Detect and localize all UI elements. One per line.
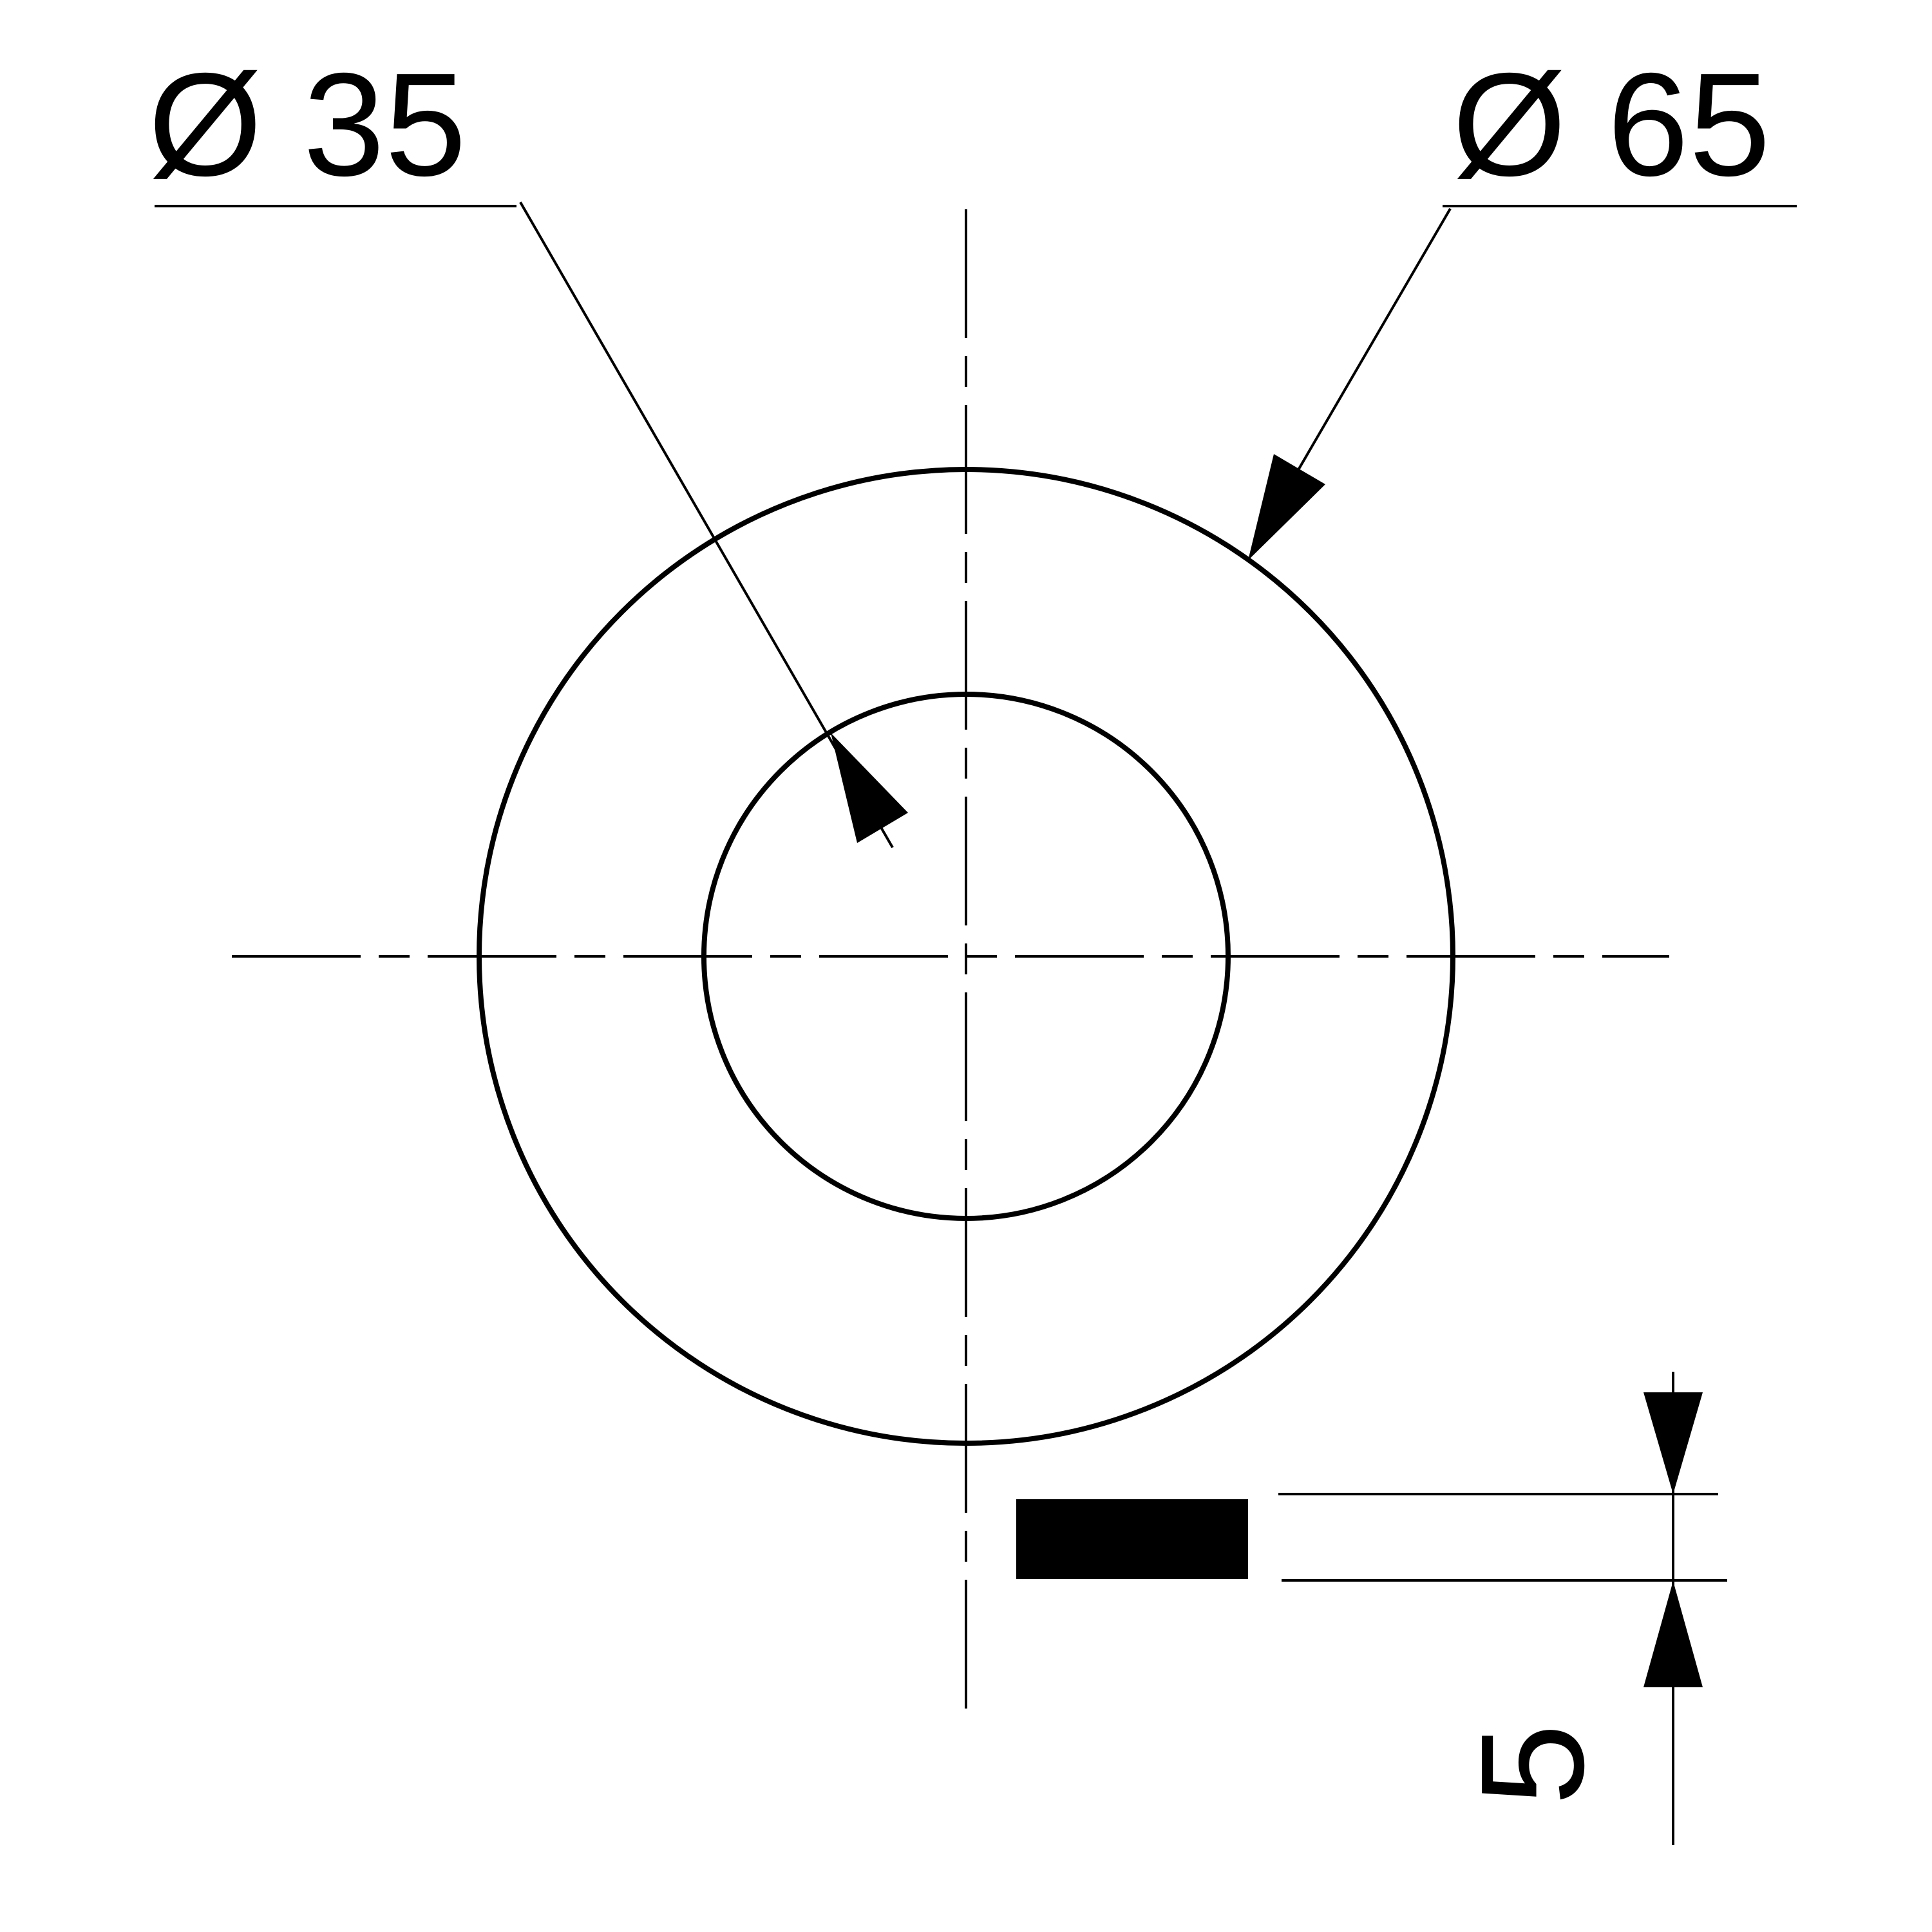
inner-dimension-leader xyxy=(519,202,894,848)
inner-circle xyxy=(701,692,1231,1221)
inner-diameter-dimension: Ø 35 xyxy=(148,43,908,848)
thickness-dimension: 5 xyxy=(1278,1372,1727,1845)
thickness-arrowhead-top xyxy=(1643,1392,1703,1494)
inner-dimension-arrowhead xyxy=(831,733,908,843)
thickness-arrowhead-bottom xyxy=(1643,1581,1703,1687)
outer-diameter-label: Ø 65 xyxy=(1452,43,1770,207)
outer-dimension-leader xyxy=(1296,207,1452,473)
inner-diameter-label: Ø 35 xyxy=(148,43,466,207)
outer-diameter-dimension: Ø 65 xyxy=(1248,43,1797,560)
outer-circle xyxy=(477,467,1455,1446)
outer-dimension-arrowhead xyxy=(1248,454,1325,560)
thickness-label: 5 xyxy=(1451,1724,1615,1806)
cross-section-bar xyxy=(1016,1499,1248,1579)
